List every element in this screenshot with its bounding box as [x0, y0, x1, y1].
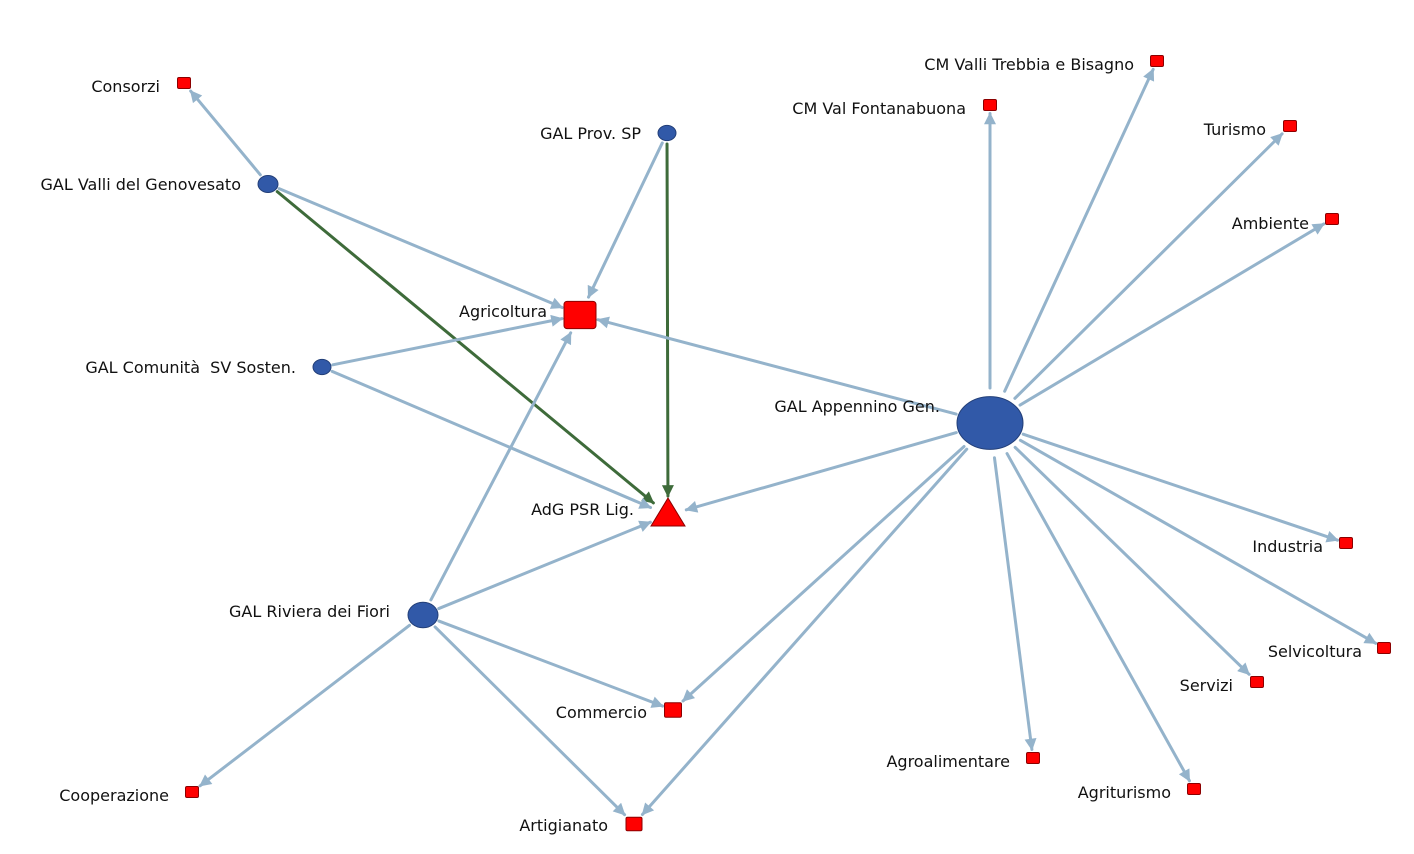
- node-label-agriturismo: Agriturismo: [1078, 783, 1171, 802]
- edge-gal_riviera-to-cooperazione: [198, 623, 412, 788]
- edge-gal_comunita_sv-to-adg_psr: [330, 369, 653, 510]
- node-label-commercio: Commercio: [556, 703, 647, 722]
- node-label-agroalimentare: Agroalimentare: [886, 752, 1010, 771]
- node-label-cooperazione: Cooperazione: [59, 786, 169, 805]
- edge-gal_appennino-to-agricoltura: [596, 316, 958, 416]
- edge-gal_appennino-to-artigianato: [640, 447, 969, 817]
- edge-gal_riviera-to-commercio: [437, 619, 665, 708]
- node-sector-cm_trebbia: [1150, 54, 1164, 68]
- edge-gal_comunita_sv-to-agricoltura: [331, 314, 564, 367]
- edge-gal_appennino-to-adg_psr: [684, 431, 958, 513]
- edge-gal_appennino-to-cm_trebbia: [1003, 67, 1155, 393]
- node-actor-gal_riviera: [407, 601, 439, 629]
- edge-gal_appennino-to-ambiente: [1018, 222, 1326, 407]
- node-label-gal_valli_genovesato: GAL Valli del Genovesato: [41, 175, 242, 194]
- node-label-cm_fontanabuona: CM Val Fontanabuona: [792, 99, 966, 118]
- node-label-gal_comunita_sv: GAL Comunità SV Sosten.: [85, 358, 296, 377]
- edge-gal_valli_genovesato-to-consorzi: [189, 89, 262, 177]
- node-actor-gal_appennino: [956, 396, 1024, 450]
- edge-gal_riviera-to-agricoltura: [429, 331, 573, 602]
- node-label-agricoltura: Agricoltura: [459, 302, 547, 321]
- node-label-gal_appennino: GAL Appennino Gen.: [774, 397, 940, 416]
- edge-gal_riviera-to-artigianato: [433, 625, 627, 817]
- edges-layer: [189, 67, 1378, 817]
- node-sector-commercio: [664, 702, 682, 718]
- node-label-selvicoltura: Selvicoltura: [1268, 642, 1362, 661]
- edge-gal_appennino-to-turismo: [1013, 132, 1284, 400]
- edge-gal_appennino-to-servizi: [1013, 445, 1251, 676]
- node-sector-consorzi: [177, 76, 191, 90]
- edge-gal_prov_sp-to-agricoltura: [587, 141, 664, 299]
- edge-gal_appennino-to-commercio: [681, 444, 966, 703]
- node-label-gal_riviera: GAL Riviera dei Fiori: [229, 602, 390, 621]
- node-sector-artigianato: [625, 816, 643, 832]
- node-authority-adg_psr: [650, 497, 686, 527]
- node-label-adg_psr: AdG PSR Lig.: [531, 500, 634, 519]
- node-actor-gal_valli_genovesato: [257, 175, 279, 193]
- node-label-gal_prov_sp: GAL Prov. SP: [540, 124, 641, 143]
- node-label-artigianato: Artigianato: [519, 816, 608, 835]
- node-label-ambiente: Ambiente: [1232, 214, 1309, 233]
- node-sector-ambiente: [1325, 212, 1339, 226]
- node-sector-agriturismo: [1187, 782, 1201, 796]
- labels-layer: GAL Valli del Genovesato GAL Prov. SP GAL …: [41, 55, 1363, 835]
- nodes-layer: [177, 54, 1391, 832]
- node-sector-agroalimentare: [1026, 751, 1040, 765]
- node-sector-turismo: [1283, 119, 1297, 133]
- node-sector-agricoltura: [563, 300, 597, 330]
- node-sector-cooperazione: [185, 785, 199, 799]
- node-label-industria: Industria: [1252, 537, 1323, 556]
- edge-gal_appennino-to-agroalimentare: [992, 456, 1037, 752]
- edge-gal_prov_sp-to-adg_psr: [661, 142, 674, 498]
- edge-gal_valli_genovesato-to-adg_psr: [275, 190, 655, 505]
- edge-gal_riviera-to-adg_psr: [437, 520, 652, 611]
- edge-gal_appennino-to-agriturismo: [1005, 452, 1191, 783]
- node-sector-cm_fontanabuona: [983, 98, 997, 112]
- node-label-servizi: Servizi: [1180, 676, 1233, 695]
- edge-gal_valli_genovesato-to-agricoltura: [277, 187, 564, 310]
- node-sector-servizi: [1250, 675, 1264, 689]
- edge-gal_appennino-to-industria: [1021, 432, 1340, 543]
- node-label-cm_trebbia: CM Valli Trebbia e Bisagno: [924, 55, 1134, 74]
- node-label-turismo: Turismo: [1203, 120, 1266, 139]
- node-label-consorzi: Consorzi: [91, 77, 160, 96]
- node-actor-gal_prov_sp: [657, 124, 677, 142]
- node-actor-gal_comunita_sv: [312, 358, 332, 376]
- edge-gal_appennino-to-selvicoltura: [1018, 438, 1378, 645]
- node-sector-industria: [1339, 536, 1353, 550]
- node-sector-selvicoltura: [1377, 641, 1391, 655]
